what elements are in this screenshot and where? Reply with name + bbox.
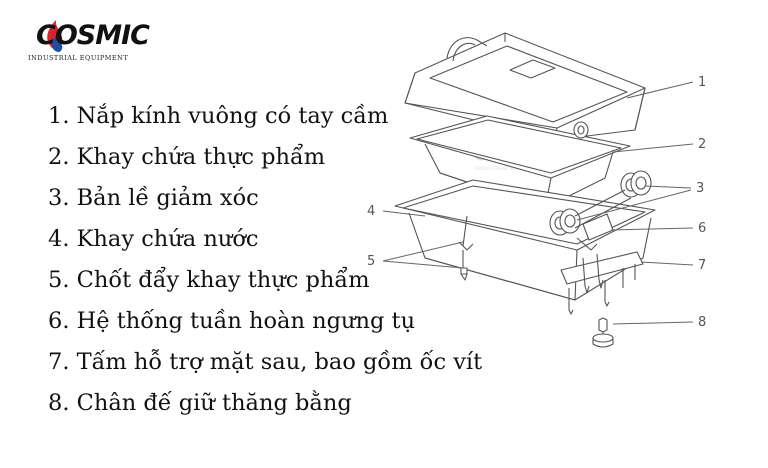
water-pan — [394, 179, 656, 301]
callout-2: 2 — [698, 137, 706, 152]
leader-lines — [382, 81, 694, 325]
callout-3: 3 — [696, 181, 704, 196]
leveling-foot — [592, 317, 614, 348]
part-item-7: 7. Tấm hỗ trợ mặt sau, bao gồm ốc vít — [48, 349, 483, 375]
part-item-1: 1. Nắp kính vuông có tay cầm — [48, 103, 389, 129]
chafing-dish-exploded-diagram: COSMIC INDUSTRIAL EQUIPMENT — [367, 32, 706, 348]
part-item-4: 4. Khay chứa nước — [48, 226, 259, 252]
callout-8: 8 — [698, 315, 706, 330]
part-item-3: 3. Bản lề giảm xóc — [48, 185, 259, 211]
callout-7: 7 — [698, 258, 706, 273]
callout-1: 1 — [698, 75, 706, 90]
cosmic-logo: COSMIC INDUSTRIAL EQUIPMENT — [22, 18, 162, 68]
parts-list: 1. Nắp kính vuông có tay cầm 2. Khay chứ… — [48, 96, 482, 424]
watermark-tagline: INDUSTRIAL EQUIPMENT — [475, 166, 545, 172]
logo-tagline: INDUSTRIAL EQUIPMENT — [28, 54, 129, 62]
part-item-2: 2. Khay chứa thực phẩm — [48, 144, 326, 170]
callout-5: 5 — [367, 254, 375, 269]
logo-emblem-icon — [47, 20, 63, 52]
back-support-plate — [560, 251, 644, 315]
part-item-5: 5. Chốt đẩy khay thực phẩm — [48, 267, 370, 293]
callout-6: 6 — [698, 221, 706, 236]
part-item-8: 8. Chân đế giữ thăng bằng — [48, 390, 352, 416]
callout-labels: 1 2 3 4 5 6 7 8 — [367, 75, 706, 330]
lid-with-handle — [404, 32, 646, 141]
logo-brand-text: COSMIC — [36, 20, 150, 51]
pan-push-pins — [460, 250, 468, 281]
callout-4: 4 — [367, 204, 375, 219]
part-item-6: 6. Hệ thống tuần hoàn ngưng tụ — [48, 308, 416, 334]
